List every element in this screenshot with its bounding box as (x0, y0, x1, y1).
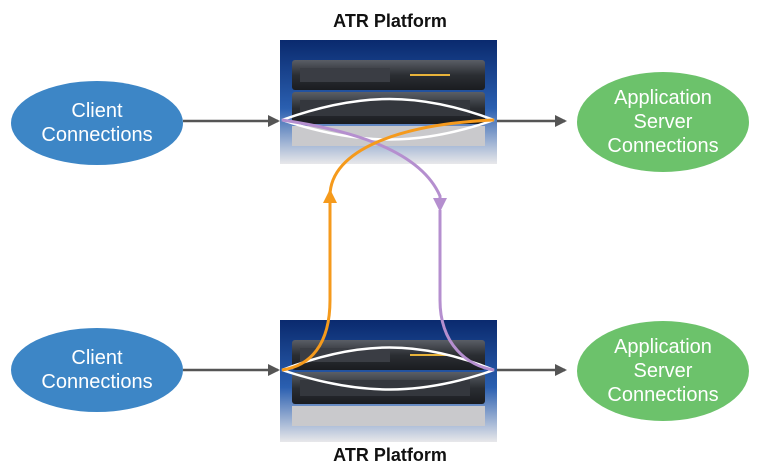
failover-path-orange (328, 118, 495, 197)
client-connections-label: Client Connections (41, 347, 153, 393)
server-connections-node (577, 321, 749, 421)
passthrough-curve (281, 118, 495, 141)
failover-path-purple (438, 210, 495, 372)
client-connections-node (11, 81, 183, 165)
platform-title: ATR Platform (333, 445, 447, 465)
client-connections-node (11, 328, 183, 412)
server-connections-label: Application Server Connections (607, 87, 719, 157)
atr-platform-server-image (280, 40, 497, 164)
failover-path-purple (281, 118, 447, 212)
passthrough-curve (281, 97, 495, 122)
client-connections-label: Client Connections (41, 100, 153, 146)
server-connections-label: Application Server Connections (607, 336, 719, 406)
platform-title: ATR Platform (333, 11, 447, 31)
failover-path-orange (281, 189, 337, 372)
server-connections-node (577, 72, 749, 172)
passthrough-curve (281, 368, 495, 391)
atr-platform-server-image (280, 320, 497, 442)
